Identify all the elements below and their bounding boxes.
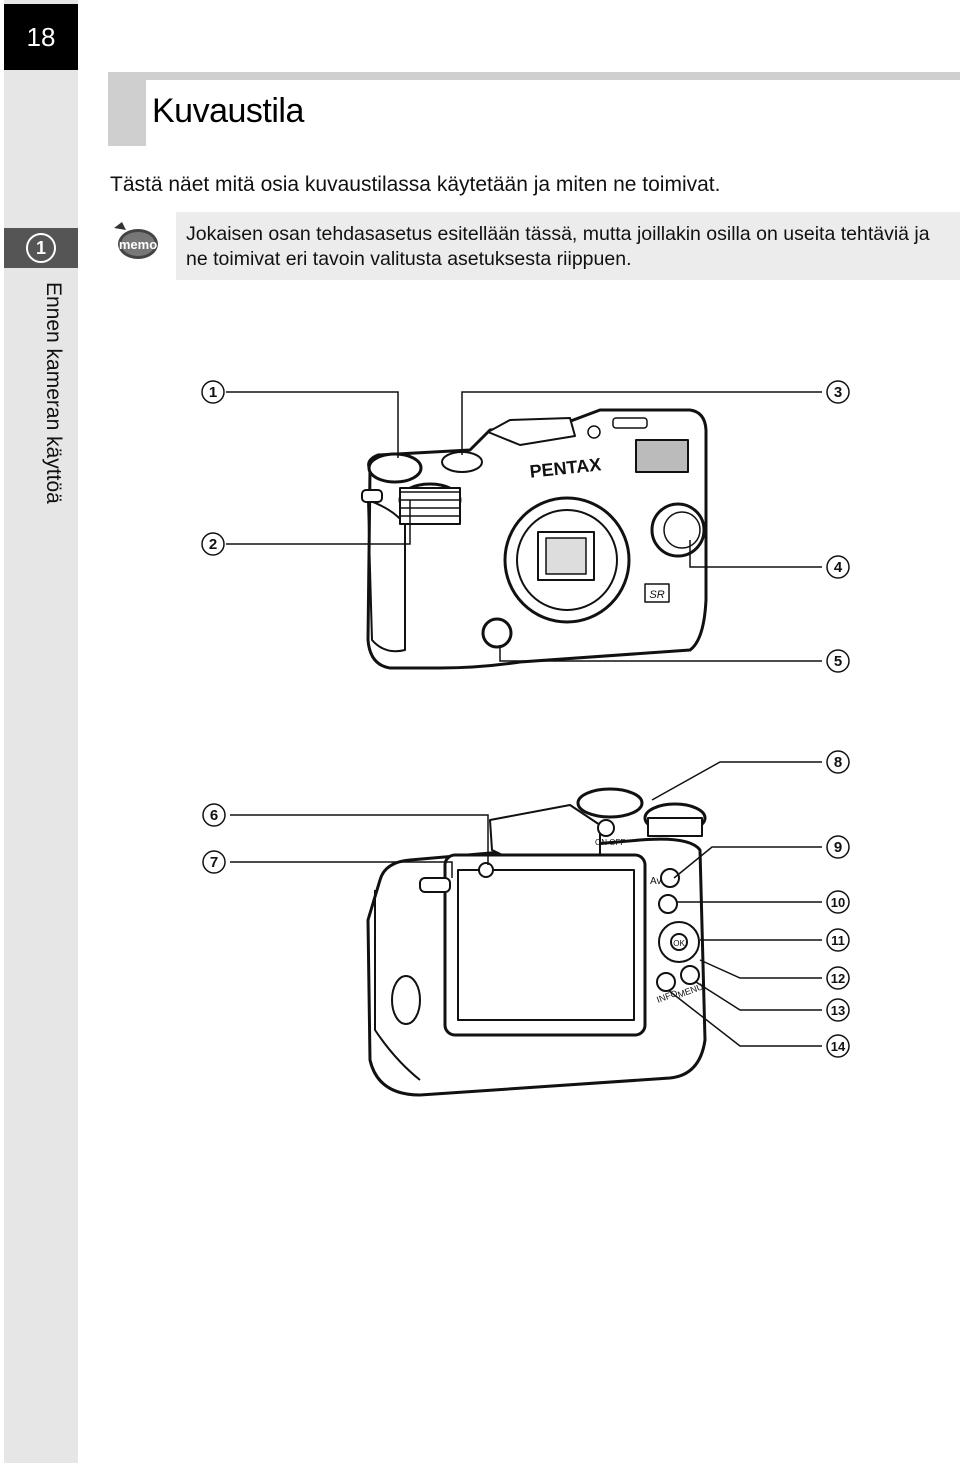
page-number: 18 — [4, 4, 78, 70]
back-camera-illustration — [366, 787, 707, 1097]
memo-icon: memo — [114, 222, 158, 259]
svg-text:5: 5 — [834, 653, 842, 670]
info-label: INFO — [655, 988, 679, 1005]
page-title: Kuvaustila — [152, 92, 304, 130]
callout-14: 14 — [826, 1034, 850, 1058]
memo-box — [176, 212, 960, 280]
callout-13: 13 — [826, 998, 850, 1022]
title-rule — [108, 72, 960, 80]
svg-text:6: 6 — [210, 807, 218, 824]
svg-text:12: 12 — [831, 971, 845, 986]
callout-11: 11 — [826, 928, 850, 952]
callout-5: 5 — [826, 649, 850, 673]
svg-text:SR: SR — [649, 589, 664, 601]
intro-text: Tästä näet mitä osia kuvaustilassa käyte… — [110, 173, 721, 196]
callout-1: 1 — [201, 380, 225, 404]
svg-text:7: 7 — [210, 854, 218, 871]
callout-12: 12 — [826, 966, 850, 990]
av-label: Av — [650, 876, 662, 887]
menu-label: MENU — [676, 981, 704, 999]
back-callout-lines — [230, 761, 822, 1047]
onoff-label: ON OFF — [595, 838, 625, 847]
callout-7: 7 — [202, 850, 226, 874]
memo-text: Jokaisen osan tehdasasetus esitellään tä… — [186, 223, 930, 270]
side-strip — [4, 0, 78, 1463]
svg-text:10: 10 — [831, 895, 845, 910]
svg-text:2: 2 — [209, 536, 217, 553]
callout-3: 3 — [826, 380, 850, 404]
svg-text:13: 13 — [831, 1003, 845, 1018]
callout-8: 8 — [826, 750, 850, 774]
ok-label: OK — [673, 939, 685, 948]
callout-numbers: 1 2 3 4 5 6 7 8 9 10 11 12 13 14 — [201, 380, 850, 1058]
chapter-number: 1 — [26, 233, 56, 263]
svg-text:8: 8 — [834, 754, 842, 771]
svg-text:9: 9 — [834, 839, 842, 856]
svg-text:11: 11 — [831, 933, 845, 948]
svg-text:4: 4 — [834, 559, 843, 576]
callout-6: 6 — [202, 803, 226, 827]
callout-9: 9 — [826, 835, 850, 859]
callout-4: 4 — [826, 555, 850, 579]
svg-text:1: 1 — [209, 384, 217, 401]
svg-text:14: 14 — [831, 1039, 846, 1054]
callout-2: 2 — [201, 532, 225, 556]
title-marker — [108, 72, 146, 146]
svg-text:3: 3 — [834, 384, 842, 401]
memo-icon-text: memo — [119, 237, 157, 252]
front-callout-lines — [226, 391, 822, 662]
chapter-tab: 1 — [4, 228, 78, 268]
front-camera-illustration: SR — [361, 408, 708, 670]
callout-10: 10 — [826, 890, 850, 914]
brand-logo: PENTAX — [529, 454, 602, 481]
chapter-title: Ennen kameran käyttöä — [42, 282, 65, 504]
